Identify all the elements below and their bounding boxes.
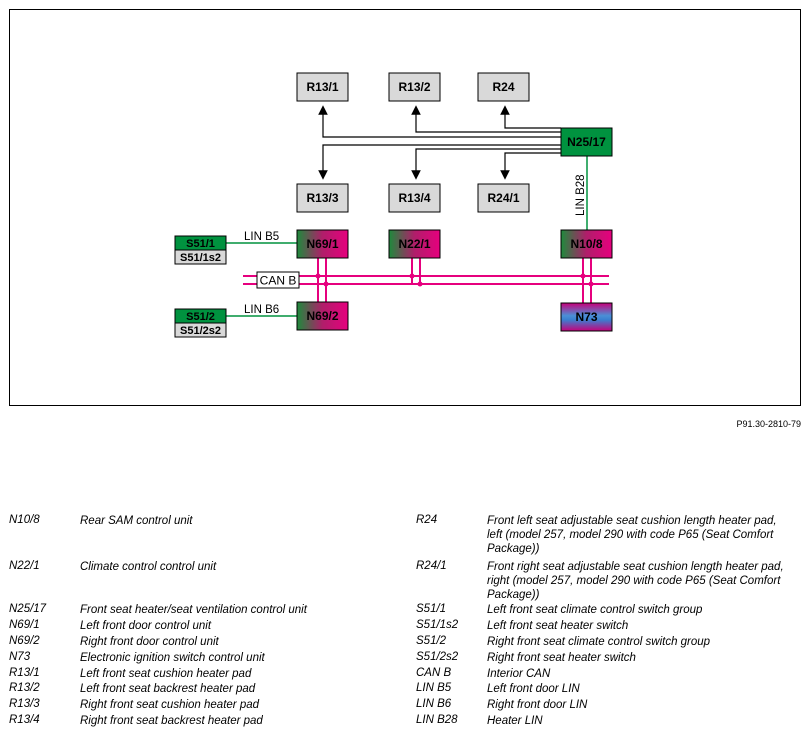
legend-code: R24/1: [416, 560, 447, 572]
legend-code: R13/1: [9, 667, 40, 679]
legend-code: R13/2: [9, 682, 40, 694]
component-n73: N73: [560, 302, 613, 332]
legend-description: Left front seat backrest heater pad: [80, 683, 256, 695]
legend-code: N10/8: [9, 514, 40, 526]
legend-code: R13/3: [9, 698, 40, 710]
component-n25-17: N25/17: [560, 127, 613, 157]
svg-text:CAN B: CAN B: [260, 274, 297, 288]
legend-description: Left front door control unit: [80, 620, 212, 632]
legend-code: LIN B5: [416, 682, 452, 694]
lin-b6-label: LIN B6: [244, 304, 279, 316]
legend-description: Front seat heater/seat ventilation contr…: [80, 604, 307, 616]
component-r13-1: R13/1: [296, 72, 349, 102]
component-r13-4: R13/4: [388, 183, 441, 213]
component-r24: R24: [477, 72, 530, 102]
svg-text:R13/1: R13/1: [306, 80, 338, 94]
legend-description: Left front seat cushion heater pad: [80, 668, 252, 680]
legend-code: N69/2: [9, 635, 40, 647]
legend-description: Right front seat heater switch: [487, 652, 636, 664]
legend-code: R13/4: [9, 714, 40, 726]
can-b-junctions: [315, 273, 594, 287]
legend-code: N22/1: [9, 560, 40, 572]
legend-code: LIN B6: [416, 698, 452, 710]
can-b-bus: [243, 258, 609, 303]
legend-code: LIN B28: [416, 714, 458, 726]
legend-description: Right front seat climate control switch …: [487, 636, 711, 648]
legend-description: Front right seat adjustable seat cushion…: [487, 561, 784, 601]
legend-description: Right front door control unit: [80, 636, 219, 648]
figure-reference: P91.30-2810-79: [736, 419, 801, 429]
wiring-diagram: R13/1 R13/2 R24 R13/3 R13/4 R24/1 N25/17: [174, 72, 613, 338]
svg-text:S51/1s2: S51/1s2: [180, 252, 221, 264]
switch-groups: S51/1 S51/1s2 S51/2 S51/2s2: [174, 235, 227, 338]
component-s51-1: S51/1: [174, 235, 227, 251]
legend-description: Interior CAN: [487, 668, 551, 680]
legend-description: Left front seat climate control switch g…: [487, 604, 703, 616]
lin-b28-label: LIN B28: [575, 174, 587, 216]
lin-labels: LIN B5 LIN B6 LIN B28: [244, 174, 587, 316]
svg-text:N73: N73: [575, 310, 597, 324]
component-n69-1: N69/1: [296, 229, 349, 259]
svg-text:N69/1: N69/1: [306, 237, 338, 251]
legend-code: CAN B: [416, 667, 452, 679]
diagram-frame: [9, 9, 801, 406]
svg-text:N10/8: N10/8: [570, 237, 602, 251]
legend-description: Right front seat cushion heater pad: [80, 699, 260, 711]
legend-description: Climate control control unit: [80, 561, 217, 573]
svg-text:N22/1: N22/1: [398, 237, 430, 251]
legend-code: S51/2s2: [416, 651, 459, 663]
svg-text:S51/2: S51/2: [186, 311, 215, 323]
component-r13-2: R13/2: [388, 72, 441, 102]
component-r24-1: R24/1: [477, 183, 530, 213]
legend-description: Right front seat backrest heater pad: [80, 715, 263, 727]
lin-lines: [226, 156, 588, 317]
legend-code: N73: [9, 651, 31, 663]
legend-code: N69/1: [9, 619, 40, 631]
legend-code: N25/17: [9, 603, 47, 615]
legend-description: Right front door LIN: [487, 699, 588, 711]
lin-b5-label: LIN B5: [244, 231, 279, 243]
legend-description: Left front door LIN: [487, 683, 580, 695]
component-n10-8: N10/8: [560, 229, 613, 259]
legend-code: R24: [416, 514, 438, 526]
component-n69-2: N69/2: [296, 301, 349, 331]
component-s51-2: S51/2: [174, 308, 227, 324]
heater-pads: R13/1 R13/2 R24 R13/3 R13/4 R24/1: [296, 72, 530, 213]
svg-text:R13/3: R13/3: [306, 191, 338, 205]
heater-lines: [318, 105, 561, 180]
component-n22-1: N22/1: [388, 229, 441, 259]
legend-description: Electronic ignition switch control unit: [80, 652, 265, 664]
legend-description: Left front seat heater switch: [487, 620, 629, 632]
svg-text:R24: R24: [492, 80, 514, 94]
legend-code: S51/1: [416, 603, 447, 615]
control-units: N69/1 N22/1 N10/8 N69/2 N73: [296, 229, 613, 332]
component-s51-2s2: S51/2s2: [174, 322, 227, 338]
svg-text:N25/17: N25/17: [567, 135, 606, 149]
legend-code: S51/1s2: [416, 619, 459, 631]
svg-text:R24/1: R24/1: [487, 191, 519, 205]
legend-description: Heater LIN: [487, 715, 543, 727]
svg-text:R13/2: R13/2: [398, 80, 430, 94]
legend-description: Rear SAM control unit: [80, 515, 193, 527]
component-r13-3: R13/3: [296, 183, 349, 213]
can-b-label: CAN B: [256, 271, 300, 289]
svg-text:S51/1: S51/1: [186, 238, 215, 250]
component-s51-1s2: S51/1s2: [174, 249, 227, 265]
legend-code: S51/2: [416, 635, 447, 647]
legend-description: Front left seat adjustable seat cushion …: [487, 515, 777, 555]
svg-text:R13/4: R13/4: [398, 191, 430, 205]
svg-text:S51/2s2: S51/2s2: [180, 325, 221, 337]
svg-text:N69/2: N69/2: [306, 309, 338, 323]
